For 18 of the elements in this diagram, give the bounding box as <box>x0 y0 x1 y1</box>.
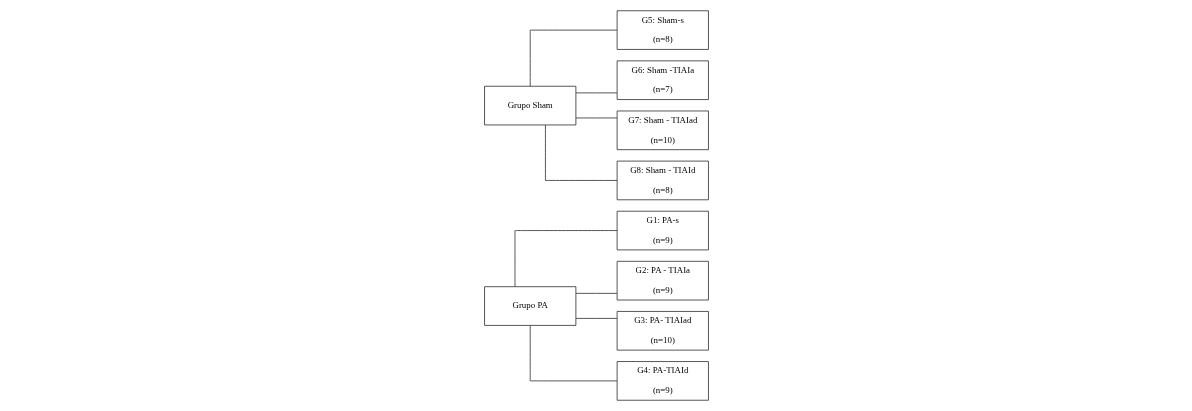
node-box: Grupo PA <box>483 286 576 326</box>
node-box: G1: PA-s (n=9) <box>616 210 709 251</box>
connector <box>544 124 617 181</box>
node-box: G3: PA- TIAIad (n=10) <box>616 311 709 351</box>
connector <box>529 29 617 87</box>
connector <box>514 230 617 287</box>
connector <box>575 292 617 294</box>
node-box: G6: Sham -TIAIa (n=7) <box>616 60 709 100</box>
node-box: G4: PA-TIAId (n=9) <box>616 361 709 401</box>
node-box: G7: Sham - TIAIad (n=10) <box>616 110 709 151</box>
node-box: G2: PA - TIAIa (n=9) <box>616 260 709 301</box>
connector <box>575 318 617 319</box>
node-box: G5: Sham-s (n=8) <box>616 10 709 50</box>
node-box: G8: Sham - TIAId (n=8) <box>616 160 709 201</box>
node-box: Grupo Sham <box>483 85 576 126</box>
connector <box>529 325 617 382</box>
connector <box>575 92 617 94</box>
connector <box>575 117 617 119</box>
